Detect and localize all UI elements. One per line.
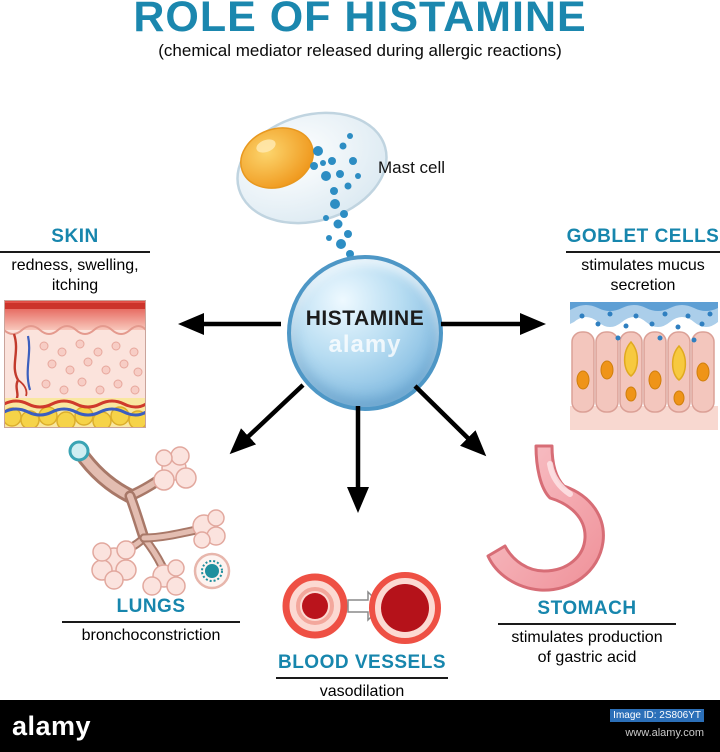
stomach-description: stimulates production of gastric acid [511, 629, 663, 666]
epithelial-cells [571, 331, 715, 413]
image-id: Image ID: 2S806YT [610, 709, 704, 722]
goblet-cells-description: stimulates mucus secretion [581, 257, 705, 294]
blood-vessels-section: BLOOD VESSELS vasodilation [276, 652, 448, 702]
blood-vessels-description: vasodilation [319, 683, 405, 700]
goblet-cells-svg [570, 302, 718, 430]
blood-vessels-illustration [278, 566, 448, 650]
stomach-svg [486, 444, 605, 592]
goblet-cells-illustration [570, 302, 718, 430]
watermark-text: alamy [328, 331, 402, 358]
mucus-granules [579, 311, 713, 343]
alamy-url: www.alamy.com [625, 727, 704, 739]
fat-red-vessel [4, 399, 146, 409]
goblet-cell-yellow [623, 340, 687, 406]
arrow-to-stomach [413, 384, 487, 457]
lungs-illustration [52, 438, 237, 596]
lungs-description: bronchoconstriction [81, 627, 221, 644]
fat-blue-vessel [4, 407, 146, 417]
basement-layer [570, 406, 718, 430]
bronchus-opening [68, 440, 90, 462]
stomach-illustration [478, 444, 618, 596]
goblet-cells-section: GOBLET CELLS stimulates mucus secretion [566, 226, 720, 296]
alveolus-cross-section [193, 552, 231, 590]
dermis-blue-vessel [26, 335, 32, 391]
lungs-label: LUNGS [62, 596, 240, 623]
skin-description: redness, swelling, itching [11, 257, 139, 294]
alamy-logo: alamy [12, 711, 92, 741]
dermis-cells [39, 339, 143, 395]
mast-cell-label: Mast cell [378, 158, 446, 177]
blood-vessels-label: BLOOD VESSELS [276, 652, 448, 679]
footer-bar: alamy Image ID: 2S806YT www.alamy.com [0, 700, 720, 752]
lungs-svg [68, 440, 231, 596]
arrow-to-lungs [229, 383, 305, 455]
histamine-circle: HISTAMINE alamy [287, 255, 443, 411]
mast-cell-body [236, 111, 388, 225]
cell-nuclei [576, 360, 710, 390]
vessel-constricted [282, 573, 348, 639]
stomach-shape [486, 444, 605, 592]
skin-illustration [4, 300, 146, 428]
page-subtitle: (chemical mediator released during aller… [158, 41, 562, 60]
skin-label: SKIN [0, 226, 150, 253]
skin-svg [4, 300, 146, 428]
mast-cell-svg [236, 111, 388, 278]
vessel-dilated [369, 572, 441, 644]
histamine-label: HISTAMINE [305, 307, 425, 330]
alveoli-clusters [91, 446, 226, 596]
blood-vessels-svg [282, 572, 441, 644]
goblet-cells-label: GOBLET CELLS [566, 226, 720, 253]
page-title: ROLE OF HISTAMINE [133, 0, 587, 41]
mast-cell-illustration [222, 106, 422, 282]
stomach-label: STOMACH [498, 598, 676, 625]
skin-section: SKIN redness, swelling, itching [0, 226, 150, 296]
lungs-section: LUNGS bronchoconstriction [62, 596, 240, 646]
stomach-section: STOMACH stimulates production of gastric… [498, 598, 676, 668]
